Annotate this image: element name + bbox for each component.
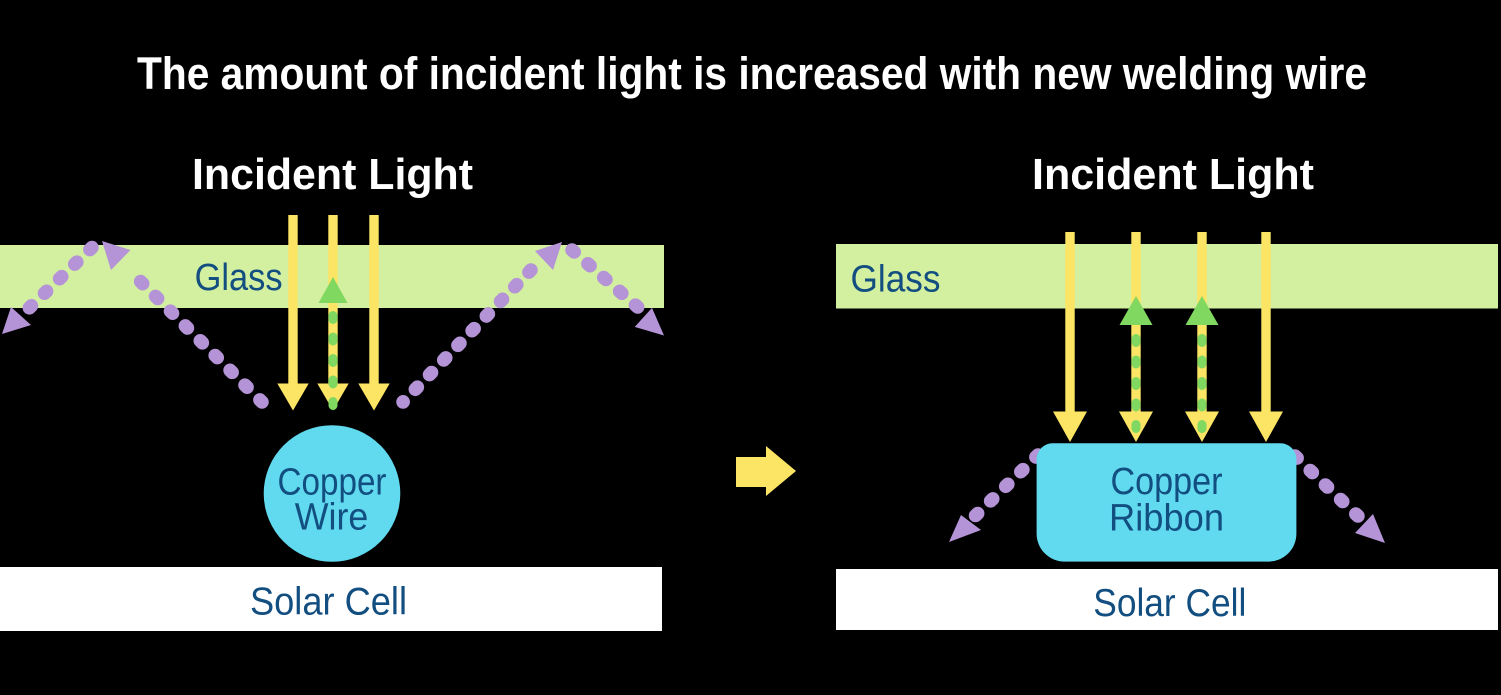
svg-text:The amount of incident light i: The amount of incident light is increase… [137, 48, 1367, 99]
svg-text:Wire: Wire [295, 497, 369, 539]
svg-text:Solar Cell: Solar Cell [1093, 582, 1246, 625]
svg-text:Solar Cell: Solar Cell [250, 580, 407, 623]
svg-text:Copper: Copper [278, 462, 387, 504]
svg-text:Glass: Glass [195, 257, 283, 299]
svg-text:Ribbon: Ribbon [1109, 498, 1224, 540]
svg-text:Incident Light: Incident Light [192, 150, 473, 199]
svg-text:Copper: Copper [1111, 461, 1223, 503]
svg-text:Incident Light: Incident Light [1032, 150, 1314, 199]
svg-text:Glass: Glass [851, 259, 941, 301]
